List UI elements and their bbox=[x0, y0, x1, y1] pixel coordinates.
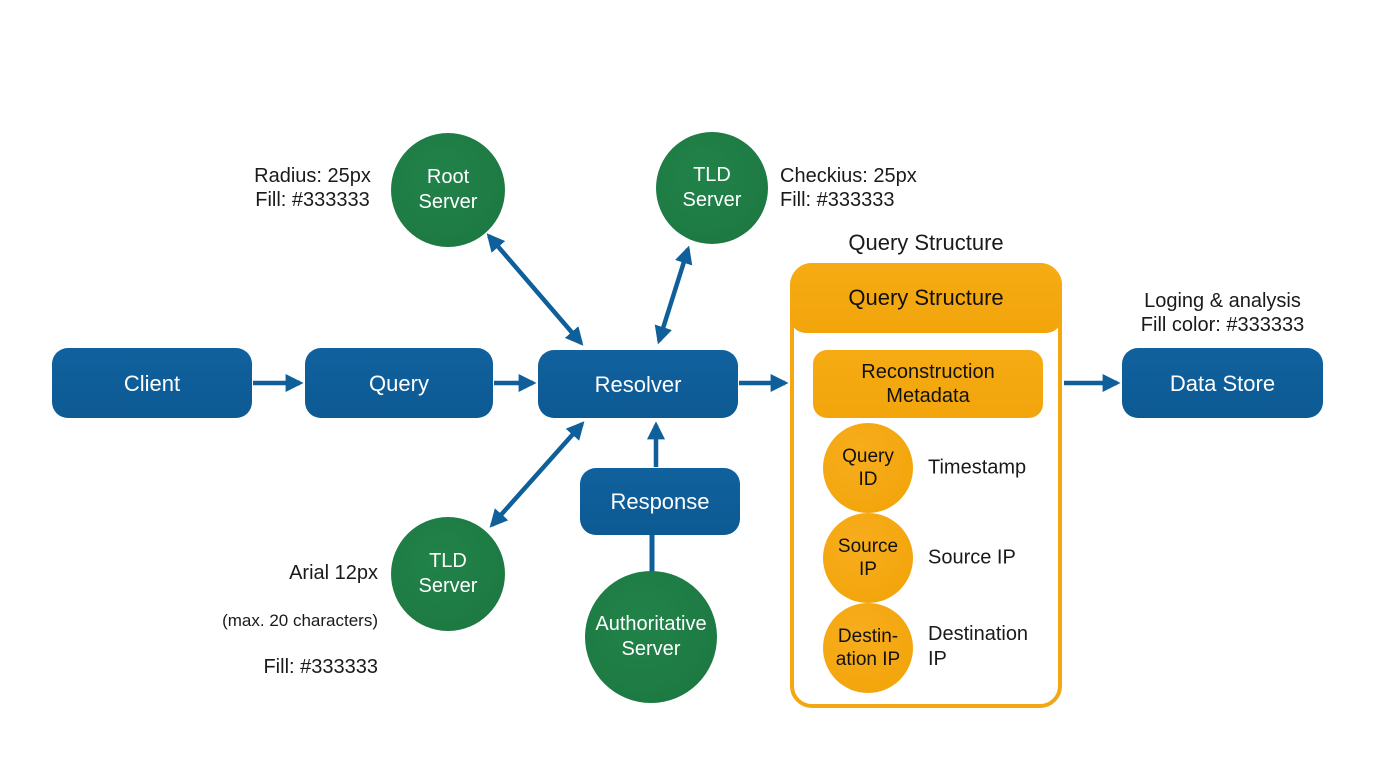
tld-server-bottom-label: TLD Server bbox=[418, 550, 478, 597]
query-structure-header: Query Structure bbox=[790, 263, 1062, 333]
query-id-circle-label: Query ID bbox=[842, 446, 894, 490]
data-store-node: Data Store bbox=[1122, 348, 1323, 418]
authoritative-server-label: Authoritative Server bbox=[595, 613, 707, 660]
data-store-annotation: Loging & analysis Fill color: #333333 bbox=[1140, 290, 1305, 336]
root-server-annotation: Radius: 25px Fill: #333333 bbox=[254, 165, 371, 211]
tld-server-top-label: TLD Server bbox=[682, 164, 742, 211]
tld-top-annotation: Checkius: 25px Fill: #333333 bbox=[780, 165, 917, 211]
source-ip-circle: Source IP bbox=[823, 513, 913, 603]
reconstruction-metadata-box: Reconstruction Metadata bbox=[813, 350, 1043, 418]
query-structure-header-label: Query Structure bbox=[848, 285, 1004, 310]
root-server-label: Root Server bbox=[418, 166, 478, 213]
query-label: Query bbox=[369, 370, 429, 396]
tld-server-bottom-node: TLD Server bbox=[391, 517, 505, 631]
client-node: Client bbox=[52, 348, 252, 418]
query-node: Query bbox=[305, 348, 493, 418]
data-store-label: Data Store bbox=[1169, 370, 1276, 396]
arrow-resolver-tld-server-bottom bbox=[489, 421, 585, 528]
source-ip-label: Source IP bbox=[928, 546, 1016, 569]
tld-bottom-annotation-line2: (max. 20 characters) bbox=[222, 611, 378, 630]
response-node: Response bbox=[580, 468, 740, 535]
query-structure-panel: Query Structure Reconstruction Metadata … bbox=[790, 263, 1062, 708]
source-ip-circle-label: Source IP bbox=[837, 536, 899, 580]
destination-ip-circle-label: Destin- ation IP bbox=[835, 626, 901, 670]
tld-bottom-annotation: Arial 12px (max. 20 characters) Fill: #3… bbox=[197, 537, 378, 704]
response-label: Response bbox=[610, 489, 710, 514]
destination-ip-label: Destination IP bbox=[928, 623, 1029, 670]
arrow-resolver-root-server bbox=[486, 233, 584, 346]
tld-bottom-annotation-line1: Arial 12px bbox=[289, 562, 378, 584]
client-label: Client bbox=[123, 370, 181, 396]
root-server-node: Root Server bbox=[391, 133, 505, 247]
query-id-circle: Query ID bbox=[823, 423, 913, 513]
arrow-resolver-tld-server-top bbox=[654, 245, 693, 345]
tld-bottom-annotation-line3: Fill: #333333 bbox=[263, 656, 378, 678]
timestamp-label: Timestamp bbox=[928, 456, 1027, 479]
resolver-label: Resolver bbox=[594, 371, 682, 397]
resolver-node: Resolver bbox=[538, 350, 738, 418]
reconstruction-metadata-label: Reconstruction Metadata bbox=[861, 361, 995, 407]
destination-ip-circle: Destin- ation IP bbox=[823, 603, 913, 693]
tld-server-top-node: TLD Server bbox=[656, 132, 768, 244]
authoritative-server-node: Authoritative Server bbox=[585, 571, 717, 703]
query-structure-title: Query Structure bbox=[848, 230, 1004, 255]
